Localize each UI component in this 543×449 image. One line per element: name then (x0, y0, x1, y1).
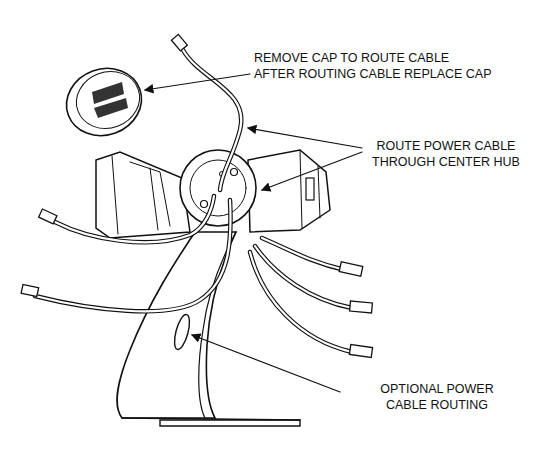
callout-note: OPTIONAL POWER CABLE ROUTING (344, 381, 530, 413)
callout-note: ROUTE POWER CABLE THROUGH CENTER HUB (366, 138, 526, 170)
callout-note: REMOVE CAP TO ROUTE CABLE AFTER ROUTING … (254, 50, 504, 82)
